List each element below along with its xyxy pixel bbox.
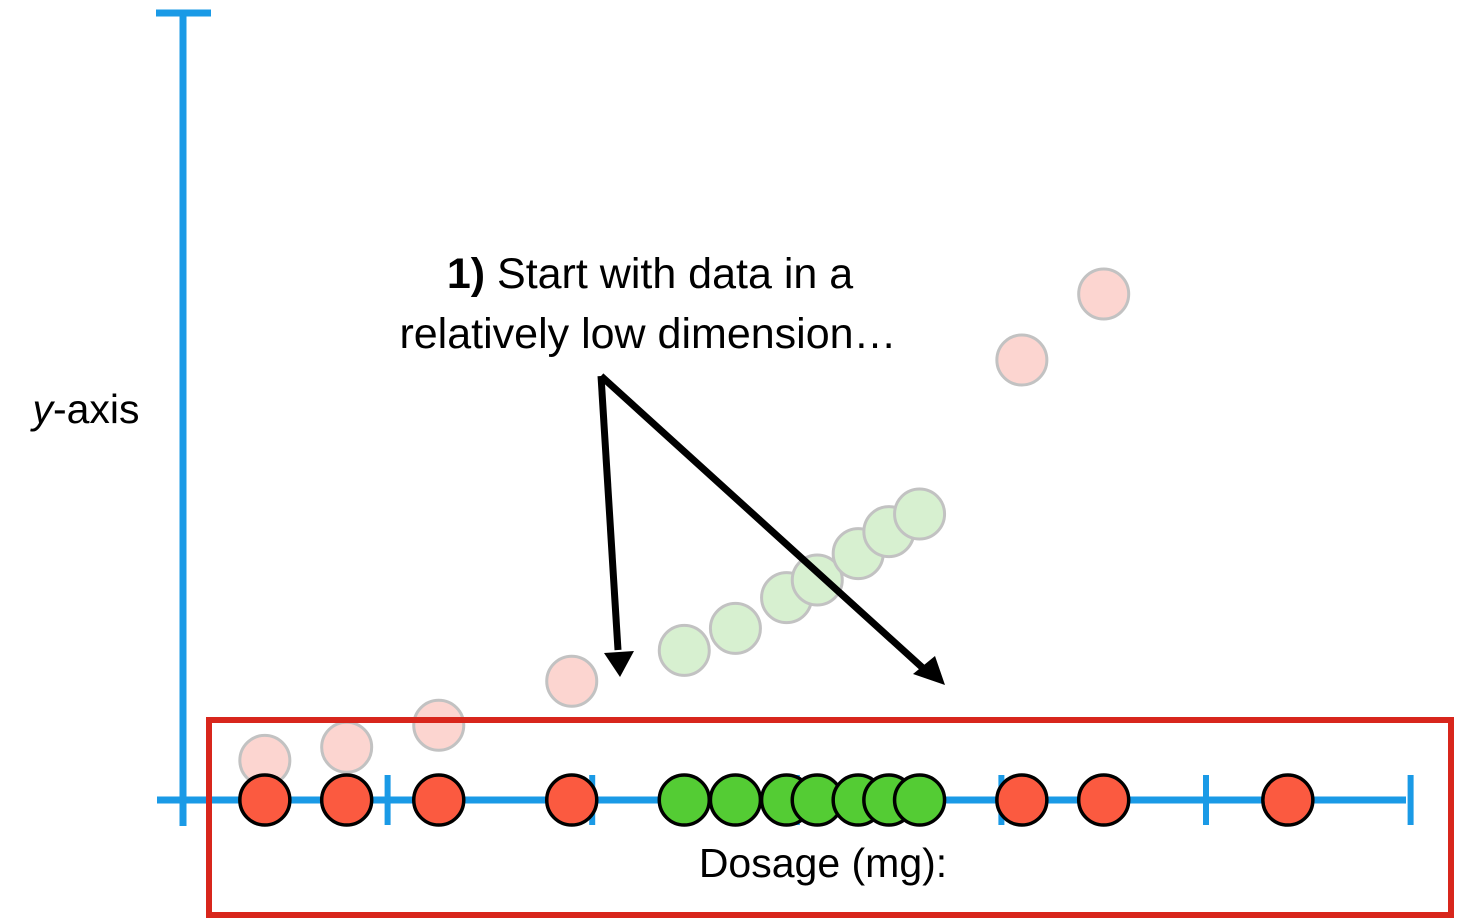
arrow-left-shaft bbox=[597, 375, 622, 651]
annotation-step: 1) bbox=[447, 250, 485, 298]
faded-point-red bbox=[545, 654, 599, 708]
x-axis-label: Dosage (mg): bbox=[699, 840, 947, 886]
faded-point-red bbox=[320, 720, 374, 774]
y-axis-label: y-axis bbox=[29, 386, 139, 432]
axis-point-red bbox=[319, 773, 374, 827]
y-axis bbox=[156, 9, 211, 826]
y-axis-label-italic: y bbox=[29, 386, 55, 432]
faded-point-red bbox=[1077, 267, 1131, 321]
axis-point-red bbox=[412, 773, 466, 827]
faded-point-red bbox=[995, 333, 1049, 387]
axis-point-green bbox=[892, 773, 947, 827]
faded-point-green bbox=[657, 623, 711, 677]
annotation-line-2: relatively low dimension… bbox=[399, 310, 896, 358]
annotation-line-1: 1) Start with data in a bbox=[447, 250, 853, 298]
faded-point-green bbox=[708, 601, 762, 655]
arrow-left-head bbox=[604, 651, 634, 677]
faded-point-green bbox=[790, 553, 844, 607]
y-axis-label-rest: -axis bbox=[53, 386, 140, 432]
axis-point-red bbox=[238, 773, 292, 827]
highlight-box bbox=[206, 717, 1454, 918]
axis-point-green bbox=[708, 773, 763, 827]
axis-point-red bbox=[995, 773, 1049, 827]
axis-point-red bbox=[1261, 773, 1315, 827]
faded-points bbox=[238, 267, 1131, 787]
faded-point-green bbox=[893, 487, 947, 541]
axis-point-green bbox=[657, 773, 712, 827]
arrow-right-shaft bbox=[598, 373, 928, 673]
annotation-arrows bbox=[597, 373, 945, 685]
axis-points bbox=[238, 773, 1315, 827]
axis-point-red bbox=[544, 773, 599, 827]
arrow-right-head bbox=[913, 656, 945, 685]
faded-point-red bbox=[412, 698, 466, 752]
annotation-line-1-text: Start with data in a bbox=[485, 250, 853, 298]
axis-point-red bbox=[1076, 773, 1131, 827]
